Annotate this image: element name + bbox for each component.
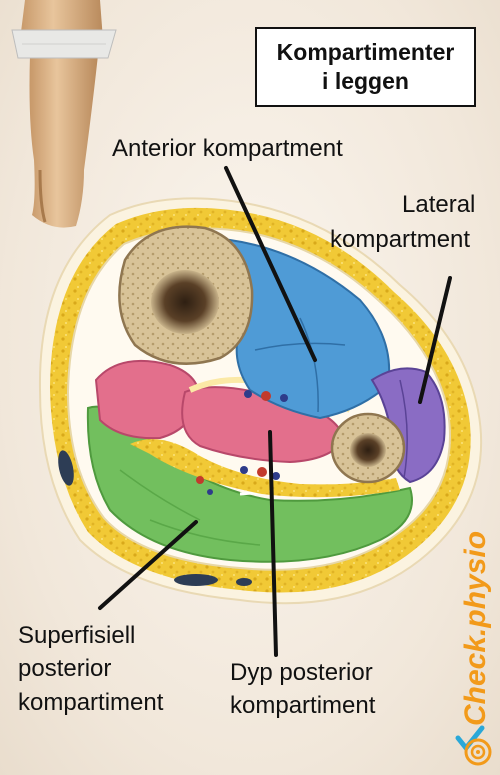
- anterior-leader-line: [224, 166, 317, 362]
- label-superficial-line1: Superfisiell: [18, 622, 136, 649]
- title-line-1: Kompartimenter: [276, 39, 455, 65]
- label-deep-line2: kompartiment: [230, 692, 376, 719]
- deep-leader-line: [268, 430, 278, 657]
- label-superficial-line3: kompartiment: [18, 689, 164, 716]
- check-physio-logo-icon: [455, 725, 492, 766]
- watermark-brand: Check.physio: [459, 530, 492, 726]
- label-superficial-line2: posterior: [18, 655, 112, 682]
- fibula-marrow: [350, 433, 386, 467]
- blood-vessels: [58, 390, 288, 586]
- label-lateral-line1: Lateral: [402, 191, 476, 218]
- intermuscular-fat: [130, 439, 400, 498]
- title-line-2: i leggen: [322, 68, 409, 94]
- lateral-leader-line: [418, 276, 452, 404]
- label-lateral-line2: kompartment: [330, 226, 471, 253]
- leader-lines: [98, 166, 452, 657]
- tibia-marrow: [151, 270, 219, 334]
- title-box: Kompartimenter i leggen: [255, 27, 476, 107]
- leg-thumbnail-illustration: [11, 0, 117, 228]
- superficial-leader-line: [98, 520, 198, 610]
- cross-section: [38, 197, 483, 605]
- label-deep-line1: Dyp posterior: [230, 659, 373, 686]
- label-anterior: Anterior kompartment: [112, 135, 343, 162]
